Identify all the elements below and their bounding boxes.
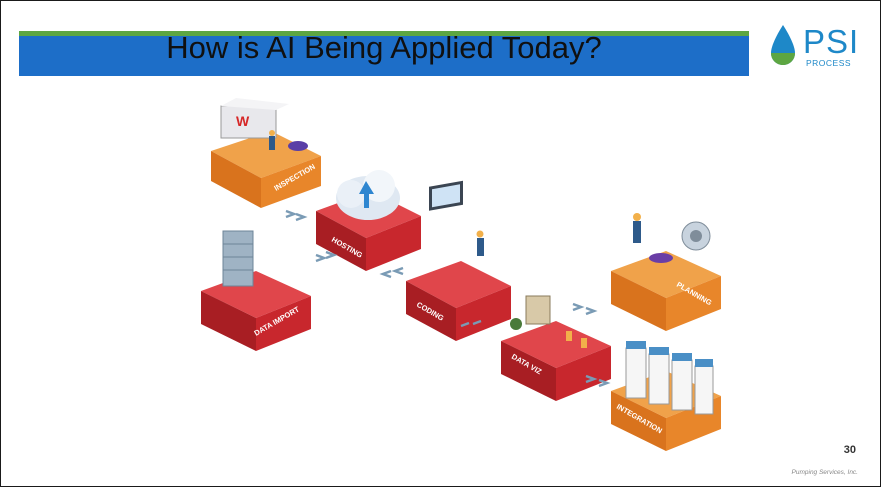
title-band: [19, 31, 749, 76]
svg-text:W: W: [236, 113, 250, 129]
integration-block: INTEGRATION: [611, 341, 721, 451]
page-number: 30: [843, 444, 856, 456]
planning-block: PLANNING: [611, 213, 721, 331]
logo-subtitle: PROCESS: [806, 58, 852, 68]
psi-logo: PSI PROCESS: [766, 21, 866, 71]
ai-process-illustration: W INSPECTION HOSTING DATA IMPOR: [201, 98, 721, 451]
coding-block: CODING: [406, 180, 511, 341]
data-import-block: DATA IMPORT: [201, 230, 311, 351]
flow-arrows: [285, 209, 611, 388]
water-drop-icon: [771, 25, 795, 65]
footer-company: Pumping Services, Inc.: [791, 469, 858, 476]
slide-title: How is AI Being Applied Today?: [166, 30, 602, 65]
logo-wordmark: PSI: [803, 23, 860, 60]
data-viz-block: DATA VIZ: [501, 295, 611, 401]
inspection-block: W INSPECTION: [211, 98, 321, 208]
